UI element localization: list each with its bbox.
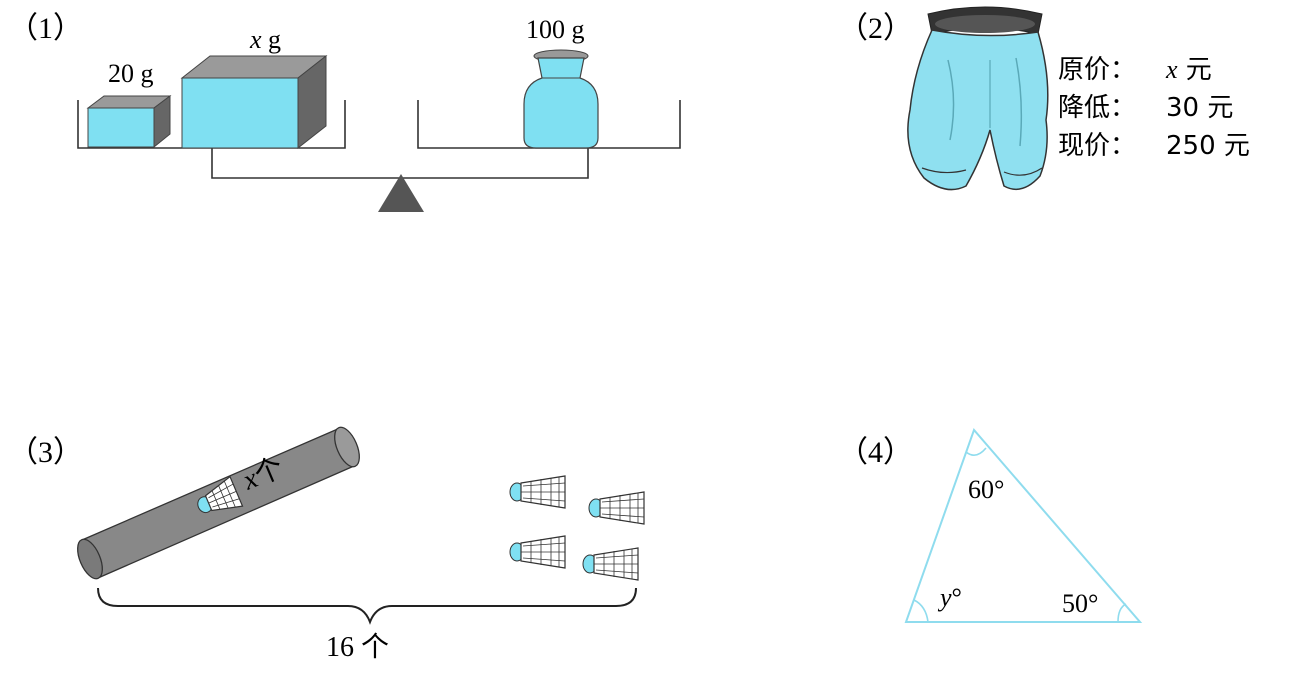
panel-1: （1） 20 g x g 100 g xyxy=(8,12,681,212)
small-block xyxy=(86,95,172,149)
trousers-image xyxy=(907,6,1049,191)
panel-4-label: （4） xyxy=(838,436,913,469)
panel-2: （2） 原价： x 元 降低： 30 元 现价： 250 元 xyxy=(838,6,1250,191)
top-angle-arc xyxy=(965,447,987,456)
current-price-value: 250 元 xyxy=(1166,131,1250,161)
right-angle-label: 50° xyxy=(1062,589,1098,618)
panel-3-label: （3） xyxy=(8,436,83,469)
triangle xyxy=(904,428,1143,623)
total-brace xyxy=(97,587,637,625)
shuttlecock-icon xyxy=(509,475,566,509)
panel-3: （3） x个 xyxy=(8,426,645,663)
balance-beam xyxy=(211,148,589,179)
panel-4: （4） 60° y° 50° xyxy=(838,428,1143,623)
shuttlecock-icon xyxy=(509,535,566,569)
current-price-key: 现价： xyxy=(1058,131,1136,161)
original-price-key: 原价： xyxy=(1058,55,1136,85)
small-block-label: 20 g xyxy=(108,59,154,88)
shuttlecock-icon xyxy=(197,475,244,514)
original-price-value: x 元 xyxy=(1165,55,1212,85)
reduction-value: 30 元 xyxy=(1166,93,1233,123)
weight-label: 100 g xyxy=(526,15,585,44)
reduction-key: 降低： xyxy=(1058,93,1136,123)
shuttlecock-icon xyxy=(582,547,639,581)
panel-2-label: （2） xyxy=(838,12,913,45)
large-block-label: x g xyxy=(249,25,281,54)
panel-1-label: （1） xyxy=(8,12,83,45)
right-angle-arc xyxy=(1117,603,1127,623)
large-block xyxy=(180,54,328,150)
shuttlecock-icon xyxy=(588,491,645,525)
total-label: 16 个 xyxy=(326,632,389,663)
top-angle-label: 60° xyxy=(968,475,1004,504)
left-angle-label: y° xyxy=(937,583,962,612)
fulcrum-triangle xyxy=(378,174,424,212)
weight-bottle xyxy=(523,49,599,149)
left-angle-arc xyxy=(913,599,929,623)
